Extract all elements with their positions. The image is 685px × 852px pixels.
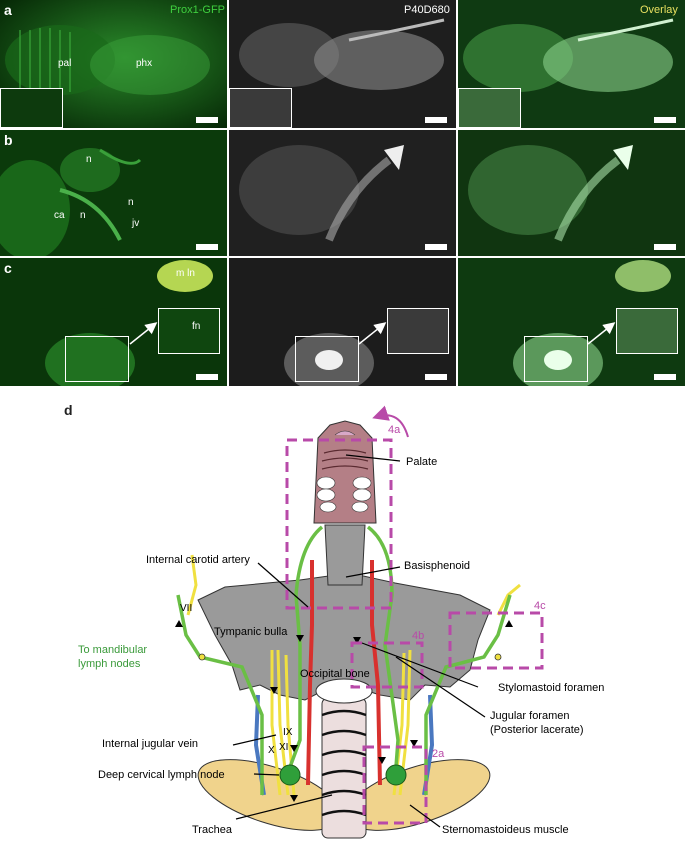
title-gray-channel: P40D680 — [404, 4, 450, 16]
title-green-channel: Prox1-GFP — [170, 4, 226, 16]
scale-bar — [196, 244, 218, 250]
label-nerve-IX: IX — [283, 727, 293, 738]
inset-c-gray-large — [387, 308, 449, 354]
inset-c-green-small — [65, 336, 129, 382]
label-box-4a: 4a — [388, 424, 401, 436]
scale-bar — [425, 374, 447, 380]
trachea-shape — [321, 697, 367, 839]
label-nerve-X: X — [268, 745, 275, 756]
anatomy-diagram: Palate Internal carotid artery Basisphen… — [78, 405, 604, 839]
scale-bar — [196, 374, 218, 380]
panel-c-gray — [229, 258, 456, 386]
label-sternomastoid: Sternomastoideus muscle — [442, 824, 569, 836]
scale-bar — [654, 117, 676, 123]
label-palate: Palate — [406, 456, 437, 468]
label-phx: phx — [136, 58, 153, 69]
internal-carotid-left — [306, 560, 314, 786]
panel-letter-d: d — [64, 402, 73, 418]
label-mandibular-1: To mandibular — [78, 644, 147, 656]
panel-letter-c: c — [4, 260, 12, 276]
panel-b-overlay — [458, 130, 685, 256]
label-trachea: Trachea — [192, 824, 233, 836]
label-nerve-XI: XI — [279, 742, 288, 753]
scale-bar — [196, 117, 218, 123]
label-jv: jv — [132, 218, 140, 229]
panel-a-green — [0, 0, 227, 128]
dashed-box-4c — [448, 611, 544, 670]
label-internal-carotid: Internal carotid artery — [146, 554, 250, 566]
deep-cervical-node-right — [385, 764, 407, 786]
scale-bar — [425, 117, 447, 123]
label-tympanic-bulla: Tympanic bulla — [214, 626, 288, 638]
panel-letter-b: b — [4, 132, 13, 148]
panel-b-gray — [229, 130, 456, 256]
palate-rugae — [316, 476, 372, 513]
inset-a-green — [0, 88, 63, 128]
deep-cervical-node-left — [279, 764, 301, 786]
panel-c-overlay — [458, 258, 685, 386]
panel-letter-a: a — [4, 2, 12, 18]
inset-c-overlay-small — [524, 336, 588, 382]
label-n: n — [86, 154, 92, 165]
label-deep-cervical: Deep cervical lymph node — [98, 769, 225, 781]
label-posterior-lacerate: (Posterior lacerate) — [490, 724, 584, 736]
basisphenoid-stalk — [324, 524, 366, 586]
label-box-2a: 2a — [432, 748, 445, 760]
label-box-4c: 4c — [534, 600, 546, 612]
label-stylomastoid: Stylomastoid foramen — [498, 682, 604, 694]
label-internal-jugular-vein: Internal jugular vein — [102, 738, 198, 750]
scale-bar — [654, 244, 676, 250]
label-basisphenoid: Basisphenoid — [404, 560, 470, 572]
internal-carotid-right — [370, 560, 382, 786]
panel-a-gray — [229, 0, 456, 128]
label-jugular-foramen: Jugular foramen — [490, 710, 570, 722]
label-n: n — [128, 197, 134, 208]
label-mandibular-2: lymph nodes — [78, 658, 141, 670]
label-occipital: Occipital bone — [300, 668, 370, 680]
label-pal: pal — [58, 58, 72, 69]
label-ca: ca — [54, 210, 65, 221]
label-box-4b: 4b — [412, 630, 424, 642]
inset-a-gray — [229, 88, 292, 128]
label-n: n — [80, 210, 86, 221]
title-overlay: Overlay — [640, 4, 678, 16]
dashed-box-4a — [285, 438, 393, 610]
dashed-box-2a — [362, 745, 428, 825]
inset-c-green-large — [158, 308, 220, 354]
row-c-arrows — [129, 322, 616, 345]
inset-c-gray-small — [295, 336, 359, 382]
scale-bar — [654, 374, 676, 380]
panel-b-green — [0, 130, 227, 256]
label-nerve-VII: VII — [180, 603, 192, 614]
inset-a-overlay — [458, 88, 521, 128]
label-fn: fn — [192, 321, 201, 332]
inset-c-overlay-large — [616, 308, 678, 354]
scale-bar — [425, 244, 447, 250]
panel-a-overlay — [458, 0, 685, 128]
label-mln: m ln — [176, 268, 195, 279]
dashed-box-4b — [350, 641, 424, 689]
panel-c-green — [0, 258, 227, 386]
